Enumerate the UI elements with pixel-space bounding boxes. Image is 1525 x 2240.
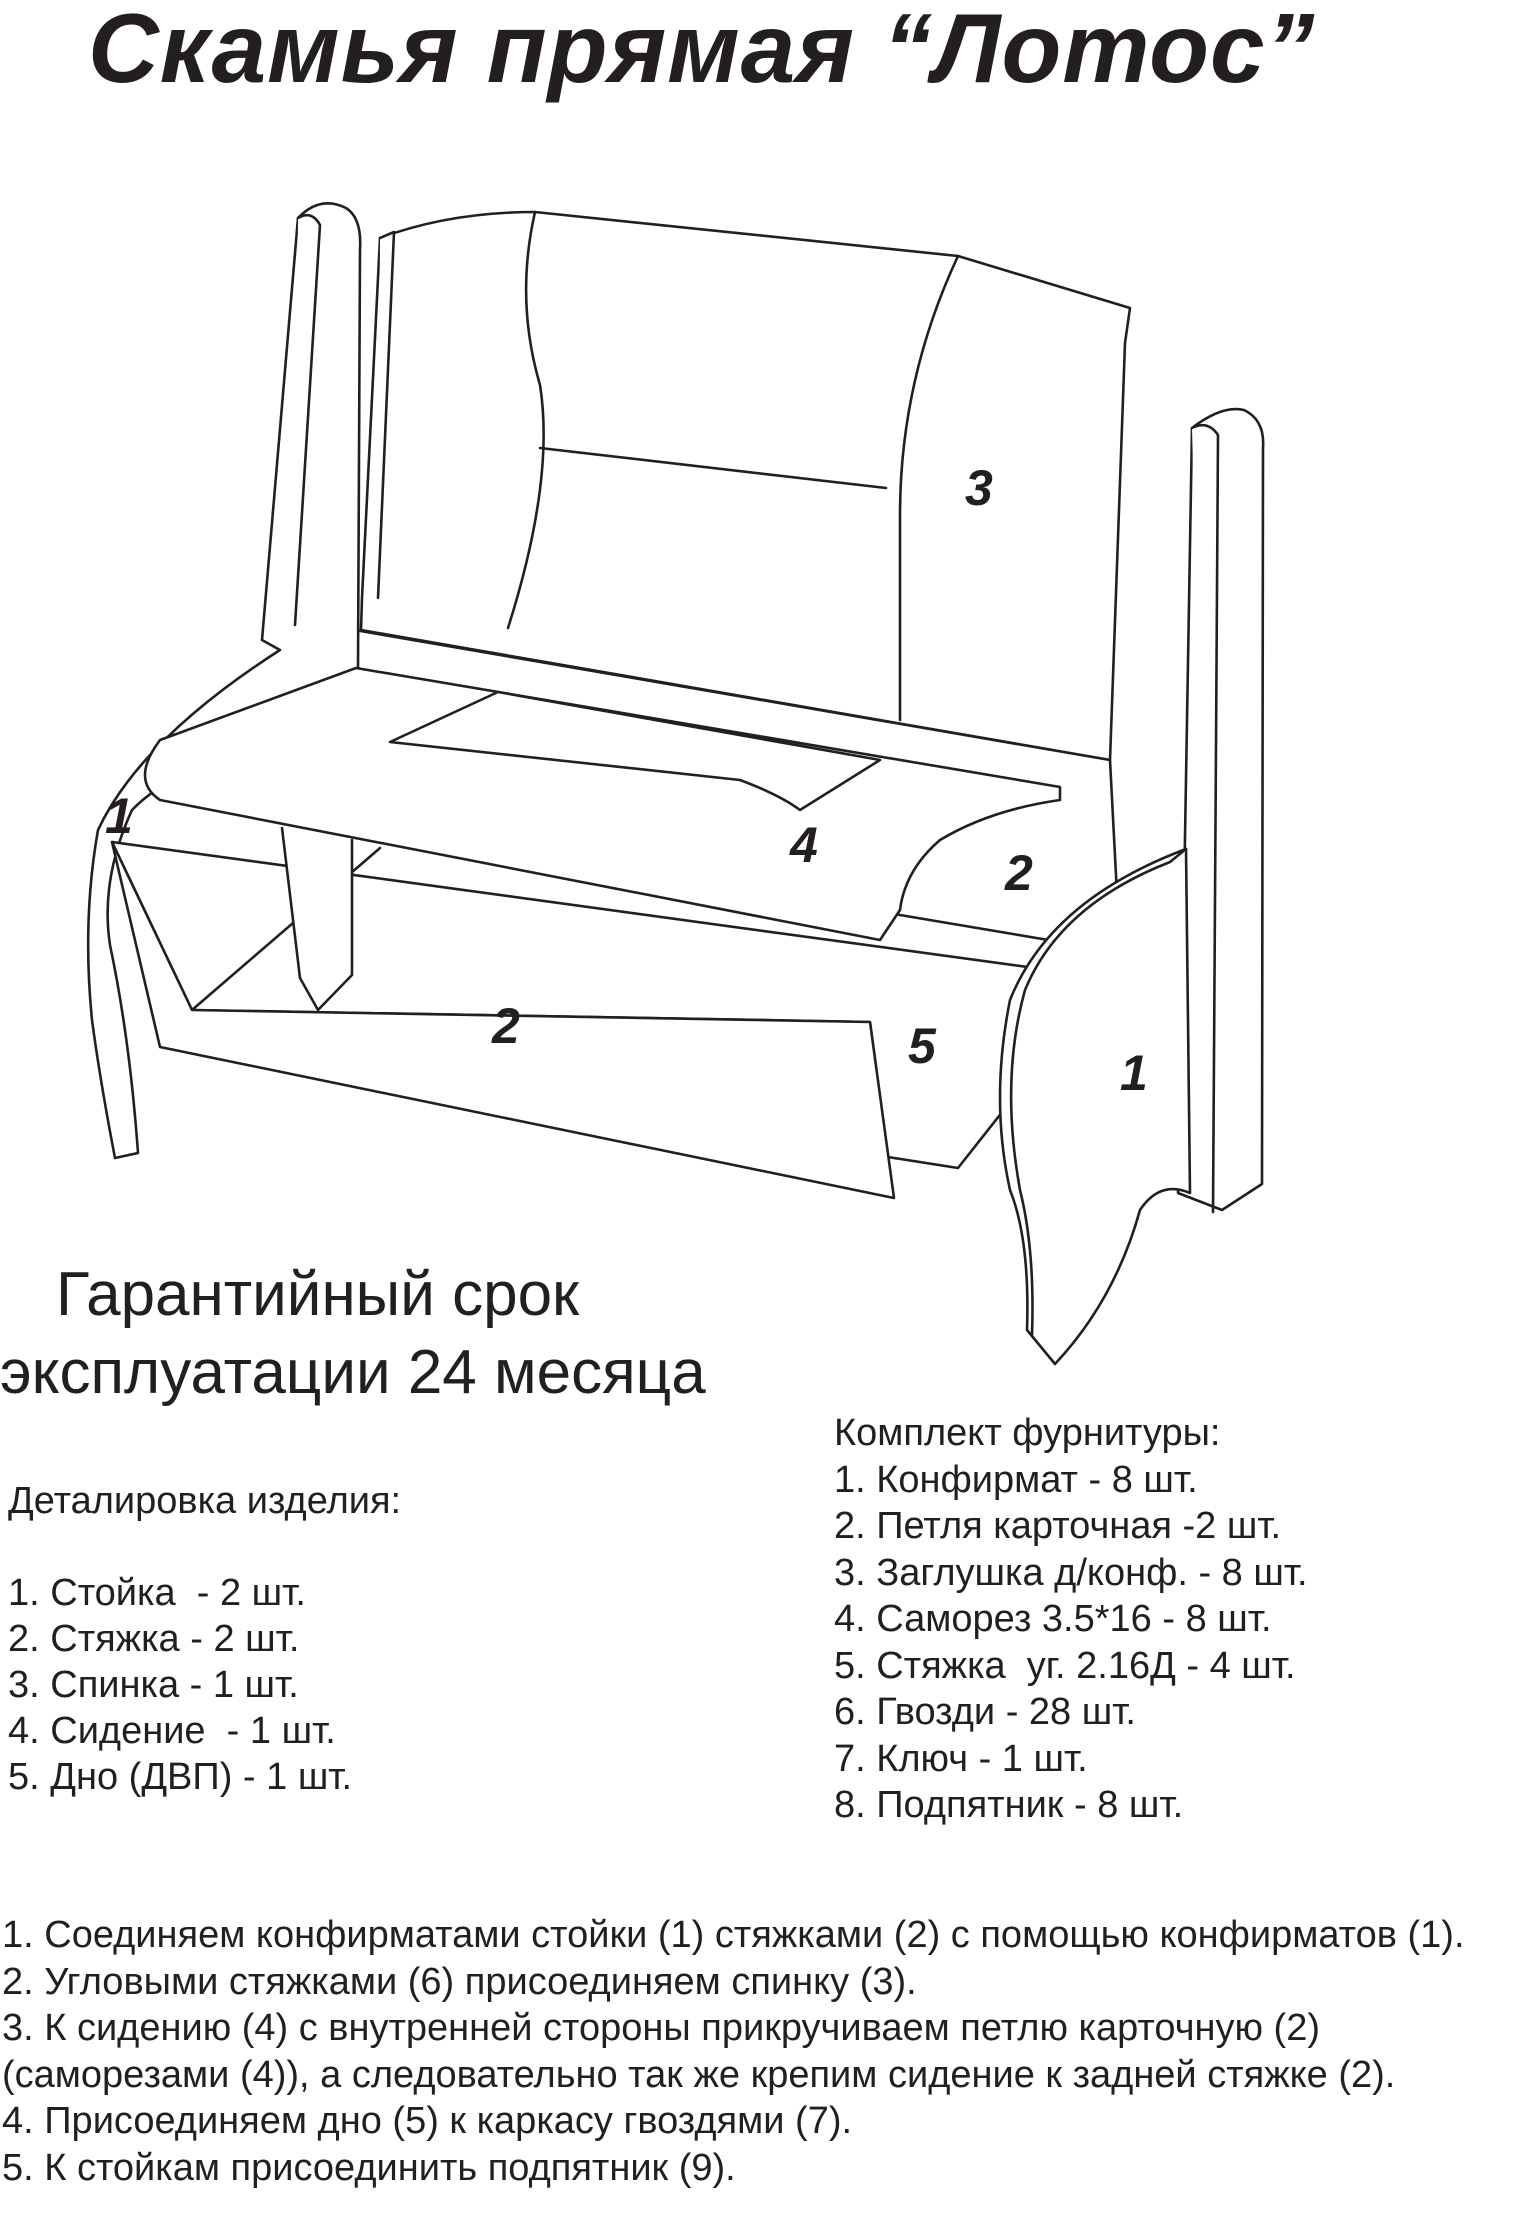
callout-2-bottom: 2 — [491, 998, 520, 1054]
parts-list-item: 2. Стяжка - 2 шт. — [8, 1618, 300, 1660]
callout-5: 5 — [908, 1018, 937, 1074]
callout-4: 4 — [789, 817, 818, 873]
parts-list-heading: Деталировка изделия: — [8, 1480, 402, 1522]
assembly-instructions: 1. Соединяем конфирматами стойки (1) стя… — [2, 1912, 1522, 2191]
hardware-list-item: 4. Саморез 3.5*16 - 8 шт. — [834, 1598, 1272, 1640]
warranty-line-1: Гарантийный срок — [56, 1260, 580, 1329]
parts-list: Деталировка изделия: 1. Стойка - 2 шт. 2… — [8, 1478, 401, 1800]
parts-list-item: 5. Дно (ДВП) - 1 шт. — [8, 1756, 353, 1798]
bench-line-drawing: 1 1 2 2 3 4 5 — [86, 202, 1265, 1366]
assembly-step: 5. К стойкам присоединить подпятник (9). — [2, 2146, 736, 2189]
seat-part-4 — [143, 666, 1062, 942]
right-front-post-part-1 — [998, 847, 1192, 1366]
hardware-list-item: 2. Петля карточная -2 шт. — [834, 1505, 1282, 1547]
callout-1-right: 1 — [1120, 1045, 1148, 1101]
hardware-list: Комплект фурнитуры: 1. Конфирмат - 8 шт.… — [834, 1410, 1308, 1829]
part-callouts: 1 1 2 2 3 4 5 — [105, 460, 1148, 1101]
parts-list-item: 3. Спинка - 1 шт. — [8, 1664, 299, 1706]
hardware-list-item: 3. Заглушка д/конф. - 8 шт. — [834, 1551, 1308, 1594]
warranty-text: Гарантийный срок эксплуатации 24 месяца — [0, 1256, 800, 1412]
assembly-step: 3. К сидению (4) с внутренней стороны пр… — [2, 2007, 1396, 2096]
left-post-part-1 — [86, 202, 364, 1160]
parts-list-item: 1. Стойка - 2 шт. — [8, 1572, 306, 1614]
callout-1-left: 1 — [105, 788, 133, 844]
hardware-list-item: 8. Подпятник - 8 шт. — [834, 1784, 1184, 1826]
backrest-part-3 — [359, 210, 1132, 762]
assembly-step: 4. Присоединяем дно (5) к каркасу гвоздя… — [2, 2100, 853, 2142]
warranty-line-2: эксплуатации 24 месяца — [0, 1338, 706, 1407]
hardware-list-heading: Комплект фурнитуры: — [834, 1412, 1221, 1454]
assembly-step: 2. Угловыми стяжками (6) присоединяем сп… — [2, 1960, 917, 2003]
callout-2-right: 2 — [1004, 845, 1033, 901]
hardware-list-item: 6. Гвозди - 28 шт. — [834, 1691, 1136, 1733]
parts-list-item: 4. Сидение - 1 шт. — [8, 1710, 336, 1752]
document-title: Скамья прямая “Лотос” — [88, 0, 1316, 103]
callout-3: 3 — [965, 460, 993, 516]
front-stretcher-part-2 — [110, 826, 896, 1200]
bench-assembly-drawing: 1 1 2 2 3 4 5 — [86, 202, 1265, 1366]
hardware-list-item: 1. Конфирмат - 8 шт. — [834, 1458, 1198, 1501]
hardware-list-item: 5. Стяжка уг. 2.16Д - 4 шт. — [834, 1644, 1296, 1687]
assembly-step: 1. Соединяем конфирматами стойки (1) стя… — [2, 1914, 1465, 1956]
hardware-list-item: 7. Ключ - 1 шт. — [834, 1737, 1088, 1780]
right-post-part-1 — [1176, 407, 1265, 1214]
